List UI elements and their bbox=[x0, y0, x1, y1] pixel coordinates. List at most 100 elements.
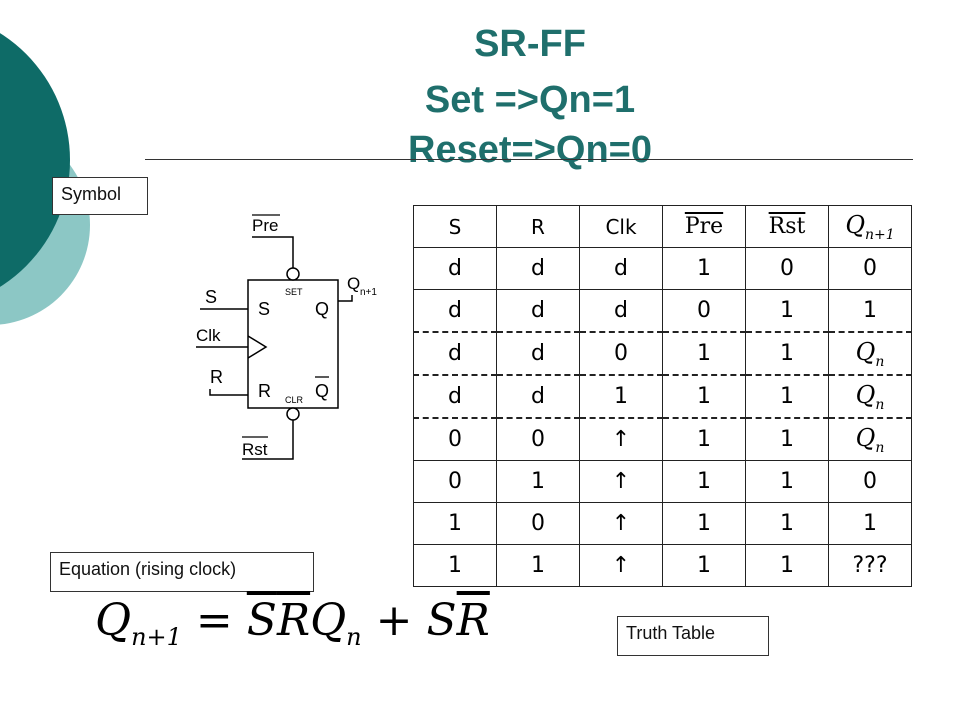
title-line-1: SR-FF bbox=[474, 23, 586, 65]
cell: 1 bbox=[828, 502, 912, 545]
cell: ↑ bbox=[579, 460, 663, 503]
eq-lhs-q: Q bbox=[95, 595, 132, 646]
cell: d bbox=[579, 289, 663, 332]
header-qn1-q: Q bbox=[845, 210, 866, 239]
cell: 0 bbox=[662, 289, 746, 332]
r-input-label: R bbox=[210, 367, 223, 387]
table-row: 1 0 ↑ 1 1 1 bbox=[413, 502, 912, 545]
header-pre-text: Pre bbox=[684, 214, 724, 239]
eq-qn: Qn bbox=[310, 595, 362, 651]
truth-table-label: Truth Table bbox=[617, 616, 769, 656]
dark-teal-circle bbox=[0, 33, 70, 287]
decorative-circles bbox=[0, 33, 90, 325]
cell: 0 bbox=[579, 331, 663, 375]
cell: d bbox=[496, 289, 580, 332]
eq-q-sub: n bbox=[346, 622, 362, 651]
cell: 1 bbox=[662, 544, 746, 587]
cell: ↑ bbox=[579, 502, 663, 545]
eq-equals: = bbox=[195, 595, 233, 646]
cell: d bbox=[496, 331, 580, 375]
cell: 1 bbox=[662, 374, 746, 418]
cell: 1 bbox=[745, 460, 829, 503]
cell: ??? bbox=[828, 544, 912, 587]
cell: d bbox=[413, 331, 497, 375]
header-s: S bbox=[413, 205, 497, 248]
rising-edge-arrow-icon: ↑ bbox=[611, 469, 631, 494]
cell: Qn bbox=[828, 374, 912, 418]
header-rst-text: Rst bbox=[768, 214, 806, 239]
equation-label: Equation (rising clock) bbox=[50, 552, 314, 592]
cell: 0 bbox=[413, 460, 497, 503]
cell: 1 bbox=[828, 289, 912, 332]
cell: d bbox=[579, 247, 663, 290]
cell: 1 bbox=[745, 289, 829, 332]
table-row: d d 1 1 1 Qn bbox=[413, 374, 912, 418]
eq-lhs-sub: n+1 bbox=[131, 622, 182, 651]
clr-label: CLR bbox=[285, 395, 304, 405]
cell: d bbox=[496, 247, 580, 290]
cell: 1 bbox=[413, 502, 497, 545]
s-pin-label: S bbox=[258, 299, 270, 319]
qn-symbol: Qn bbox=[855, 337, 885, 370]
cell: 1 bbox=[496, 460, 580, 503]
cell: 1 bbox=[579, 374, 663, 418]
eq-plus: + bbox=[375, 595, 413, 646]
cell: ↑ bbox=[579, 417, 663, 461]
pre-bubble bbox=[286, 267, 300, 281]
cell: 1 bbox=[745, 331, 829, 375]
qn-sub: n bbox=[875, 396, 885, 413]
qn1-label: Q bbox=[347, 274, 360, 293]
cell: d bbox=[413, 374, 497, 418]
cell: 1 bbox=[662, 247, 746, 290]
cell: 1 bbox=[745, 502, 829, 545]
header-r: R bbox=[496, 205, 580, 248]
table-row: 1 1 ↑ 1 1 ??? bbox=[413, 544, 912, 587]
cell: 1 bbox=[413, 544, 497, 587]
eq-lhs: Qn+1 bbox=[95, 595, 182, 651]
q-wire bbox=[338, 295, 353, 302]
cell: 1 bbox=[662, 331, 746, 375]
qn-q: Q bbox=[855, 337, 876, 366]
cell: 1 bbox=[745, 544, 829, 587]
sr-flipflop-symbol: Pre SET S S Q Q n+1 Clk R R Q CLR Rst bbox=[196, 214, 377, 460]
title-line-2: Set =>Qn=1 bbox=[424, 79, 636, 121]
cell: d bbox=[496, 374, 580, 418]
header-rst: Rst bbox=[745, 205, 829, 248]
cell: 0 bbox=[745, 247, 829, 290]
characteristic-equation: Qn+1 = SRQn + SR bbox=[95, 595, 490, 651]
table-header-row: S R Clk Pre Rst Qn+1 bbox=[413, 205, 912, 248]
header-pre: Pre bbox=[662, 205, 746, 248]
cell: d bbox=[413, 289, 497, 332]
clk-label: Clk bbox=[196, 326, 221, 345]
cell: 0 bbox=[413, 417, 497, 461]
cell: 1 bbox=[745, 417, 829, 461]
qn1-sub-label: n+1 bbox=[360, 287, 377, 298]
cell: 1 bbox=[662, 502, 746, 545]
cell: 1 bbox=[496, 544, 580, 587]
set-label: SET bbox=[285, 287, 303, 297]
pre-label: Pre bbox=[252, 216, 278, 235]
cell: 0 bbox=[828, 247, 912, 290]
clk-triangle bbox=[247, 335, 268, 359]
table-row: d d d 1 0 0 bbox=[413, 247, 912, 290]
table-row: 0 0 ↑ 1 1 Qn bbox=[413, 417, 912, 461]
qn-sub: n bbox=[875, 439, 885, 456]
cell: Qn bbox=[828, 417, 912, 461]
table-row: d d d 0 1 1 bbox=[413, 289, 912, 332]
cell: d bbox=[413, 247, 497, 290]
r-pin-label: R bbox=[258, 381, 271, 401]
symbol-label: Symbol bbox=[52, 177, 148, 215]
r-wire bbox=[209, 389, 248, 396]
qn-symbol: Qn bbox=[856, 381, 885, 413]
header-qn1: Qn+1 bbox=[828, 205, 912, 248]
eq-s2: S bbox=[426, 595, 457, 646]
cell: 1 bbox=[662, 417, 746, 461]
title-line-3: Reset=>Qn=0 bbox=[408, 129, 652, 171]
qn-q: Q bbox=[855, 423, 876, 452]
flipflop-body bbox=[247, 279, 339, 409]
table-row: 0 1 ↑ 1 1 0 bbox=[413, 460, 912, 503]
header-qn1-sub: n+1 bbox=[865, 226, 895, 243]
rising-edge-arrow-icon: ↑ bbox=[611, 427, 631, 452]
qbar-pin-label: Q bbox=[315, 381, 329, 401]
qn-symbol: Qn bbox=[855, 423, 885, 456]
